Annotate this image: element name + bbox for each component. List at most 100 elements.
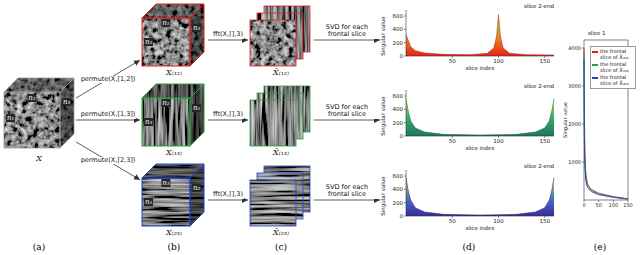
permuted-cube xyxy=(142,4,204,66)
legend-text: the frontal slice of X̄₍₁₃₎ xyxy=(600,61,634,73)
singular-value-chart xyxy=(404,170,554,218)
edge-label: SVD for each frontal slice xyxy=(315,184,379,198)
axis-tick: 50 xyxy=(596,202,602,208)
connector-arrow xyxy=(76,142,140,180)
axis-tick: 200 xyxy=(393,200,404,207)
dimension-label: n₁ xyxy=(144,198,153,206)
axis-tick: 0 xyxy=(400,213,404,220)
axis-tick: slice index xyxy=(465,145,494,152)
axis-tick: 50 xyxy=(449,58,456,65)
legend-entry: the frontal slice of X̄₍₁₂₎ xyxy=(592,48,634,60)
axis-tick: 50 xyxy=(449,138,456,145)
tensor-label: X̄₍₁₃₎ xyxy=(273,148,289,158)
tensor-cube xyxy=(4,78,74,148)
chart-title: slice 2-end xyxy=(524,3,554,10)
axis-tick: slice index xyxy=(465,65,494,72)
axis-tick: 100 xyxy=(493,218,504,225)
panel-letter: (c) xyxy=(275,242,287,252)
axis-tick: 50 xyxy=(449,218,456,225)
axis-title: Singular value xyxy=(380,16,387,55)
singular-value-chart xyxy=(404,90,554,138)
chart-title: slice 2-end xyxy=(524,163,554,170)
permuted-cube xyxy=(142,84,204,146)
legend-text: the frontal slice of X̄₍₁₂₎ xyxy=(600,48,634,60)
tensor-node: X̄₍₁₃₎ xyxy=(248,82,314,158)
axis-tick: 100 xyxy=(493,58,504,65)
legend-entry: the frontal slice of X̄₍₁₃₎ xyxy=(592,61,634,73)
connector-arrow xyxy=(314,200,380,201)
edge-label: fft(X,[],3) xyxy=(212,31,244,38)
legend-text: the frontal slice of X̄₍₂₃₎ xyxy=(600,74,634,86)
chart-title: slice 2-end xyxy=(524,83,554,90)
tensor-label: X̄₍₂₃₎ xyxy=(273,228,289,238)
edge-label: fft(X,[],3) xyxy=(212,111,244,118)
chart-title: slice 1 xyxy=(588,30,606,37)
dimension-label: n₂ xyxy=(27,94,36,102)
permuted-cube xyxy=(142,164,204,226)
axis-title: Singular value xyxy=(562,102,568,138)
axis-tick: 0 xyxy=(400,53,404,60)
panel-letter: (a) xyxy=(33,242,45,252)
axis-tick: 1000 xyxy=(568,159,581,165)
tensor-label: X₍₁₂₎ xyxy=(166,68,182,78)
panel-letter: (b) xyxy=(168,242,181,252)
connector-arrow xyxy=(208,200,248,201)
dimension-label: n₂ xyxy=(192,184,201,192)
dimension-label: n₃ xyxy=(161,179,170,187)
dimension-label: n₂ xyxy=(144,38,153,46)
tensor-node: X̄₍₁₂₎ xyxy=(248,2,314,78)
axis-tick: 600 xyxy=(393,13,404,20)
edge-label: permute(X,[1,2]) xyxy=(80,76,137,83)
edge-label: SVD for each frontal slice xyxy=(315,24,379,38)
axis-tick: 150 xyxy=(540,138,551,145)
edge-label: permute(X,[1,3]) xyxy=(80,111,137,118)
axis-tick: 400 xyxy=(393,106,404,113)
axis-tick: 600 xyxy=(393,173,404,180)
axis-tick: 200 xyxy=(393,40,404,47)
dimension-label: n₂ xyxy=(161,99,170,107)
fft-slices xyxy=(250,166,310,226)
axis-tick: 150 xyxy=(540,218,551,225)
edge-label: SVD for each frontal slice xyxy=(315,104,379,118)
axis-tick: 600 xyxy=(393,93,404,100)
legend-entry: the frontal slice of X̄₍₂₃₎ xyxy=(592,74,634,86)
axis-tick: 3000 xyxy=(568,83,581,89)
axis-tick: 400 xyxy=(393,186,404,193)
axis-tick: 0 xyxy=(582,202,585,208)
legend-swatch xyxy=(592,77,598,79)
edge-label: permute(X,[2,3]) xyxy=(80,157,137,164)
legend-swatch xyxy=(592,51,598,53)
tensor-label: X̄₍₁₂₎ xyxy=(273,68,289,78)
connector-arrow xyxy=(208,40,248,41)
axis-tick: 100 xyxy=(493,138,504,145)
tensor-label: X xyxy=(36,154,42,164)
edge-label: fft(X,[],3) xyxy=(212,191,244,198)
dimension-label: n₃ xyxy=(62,98,71,106)
connector-arrow xyxy=(76,60,140,98)
dimension-label: n₁ xyxy=(161,19,170,27)
connector-arrow xyxy=(314,40,380,41)
connector-arrow xyxy=(208,120,248,121)
connector-arrow xyxy=(76,120,140,121)
tensor-label: X₍₁₃₎ xyxy=(166,148,182,158)
dimension-label: n₃ xyxy=(144,118,153,126)
tensor-label: X₍₂₃₎ xyxy=(166,228,182,238)
axis-tick: 200 xyxy=(393,120,404,127)
dimension-label: n₁ xyxy=(192,104,201,112)
singular-value-chart xyxy=(404,10,554,58)
fft-slices xyxy=(250,86,310,146)
fft-slices xyxy=(250,6,310,66)
axis-title: Singular value xyxy=(380,96,387,135)
dimension-label: n₃ xyxy=(192,24,201,32)
legend-swatch xyxy=(592,64,598,66)
axis-tick: slice index xyxy=(465,225,494,232)
axis-tick: 150 xyxy=(540,58,551,65)
axis-title: Singular value xyxy=(380,176,387,215)
legend-box: the frontal slice of X̄₍₁₂₎the frontal s… xyxy=(590,46,636,89)
axis-tick: 0 xyxy=(400,133,404,140)
axis-tick: 2000 xyxy=(568,121,581,127)
axis-tick: 400 xyxy=(393,26,404,33)
panel-letter: (e) xyxy=(594,242,606,252)
axis-tick: 150 xyxy=(623,202,633,208)
dimension-label: n₁ xyxy=(6,114,15,122)
